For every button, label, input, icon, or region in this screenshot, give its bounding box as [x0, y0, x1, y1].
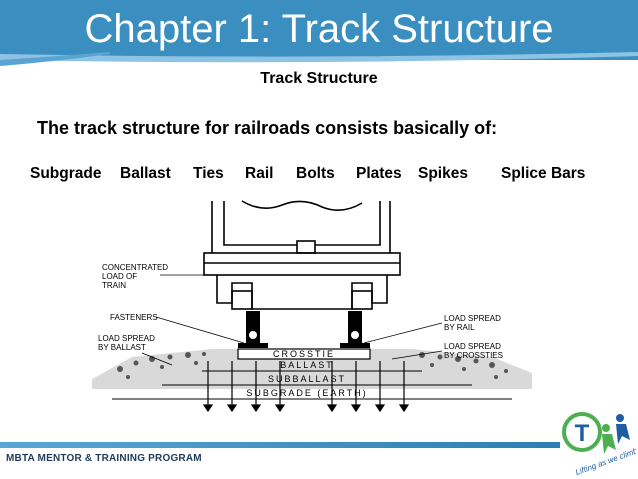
subgrade-label: SUBGRADE (EARTH): [246, 388, 367, 398]
left-callouts: CONCENTRATED LOAD OF TRAIN FASTENERS LOA…: [98, 263, 245, 366]
concentrated-load-label-1: CONCENTRATED: [102, 263, 168, 272]
load-rail-label-2: BY RAIL: [444, 323, 475, 332]
component-ballast: Ballast: [120, 165, 171, 182]
crosstie-layer: [237, 348, 371, 360]
load-crossties-label-2: BY CROSSTIES: [444, 351, 503, 360]
load-ballast-label-2: BY BALLAST: [98, 343, 146, 352]
load-crossties-label-1: LOAD SPREAD: [444, 342, 501, 351]
load-arrows: [202, 361, 410, 413]
load-ballast-label-1: LOAD SPREAD: [98, 334, 155, 343]
footer-program-name: MBTA MENTOR & TRAINING PROGRAM: [6, 453, 202, 464]
ballast-stones: [117, 352, 508, 379]
component-subgrade: Subgrade: [30, 165, 102, 182]
component-rail: Rail: [245, 165, 274, 182]
load-rail-label-1: LOAD SPREAD: [444, 314, 501, 323]
section-subtitle: Track Structure: [260, 70, 378, 87]
footer-bar: [0, 442, 560, 448]
component-spikes: Spikes: [418, 165, 468, 182]
crosstie-label: CROSSTIE: [273, 349, 335, 359]
header-swoosh: [0, 52, 638, 66]
subballast-label: SUBBALLAST: [268, 374, 346, 384]
logo-letter: T: [575, 420, 590, 447]
rail-assemblies: [238, 311, 370, 348]
ballast-profile: [92, 349, 532, 389]
component-ties: Ties: [193, 165, 224, 182]
page-title: Chapter 1: Track Structure: [84, 7, 554, 51]
component-splice-bars: Splice Bars: [501, 165, 586, 182]
mbta-logo: T Lifting as we climb: [562, 412, 636, 476]
track-structure-diagram: CROSSTIE BALLAST SUBBALLAST SUBGRADE (EA…: [92, 200, 532, 413]
intro-text: The track structure for railroads consis…: [37, 118, 498, 138]
right-callouts: LOAD SPREAD BY RAIL LOAD SPREAD BY CROSS…: [363, 314, 503, 360]
header-bar: Chapter 1: Track Structure: [0, 0, 638, 60]
concentrated-load-label-2: LOAD OF: [102, 272, 137, 281]
concentrated-load-label-3: TRAIN: [102, 281, 126, 290]
component-plates: Plates: [356, 165, 402, 182]
component-bolts: Bolts: [296, 165, 335, 182]
rail-car-body: [203, 200, 401, 310]
fasteners-label: FASTENERS: [110, 313, 158, 322]
ballast-label: BALLAST: [280, 360, 334, 370]
